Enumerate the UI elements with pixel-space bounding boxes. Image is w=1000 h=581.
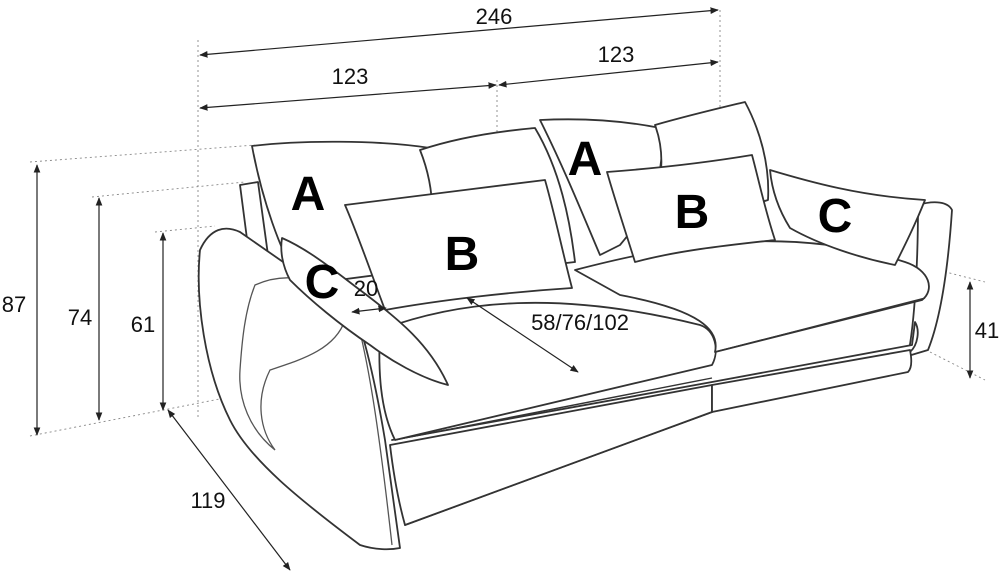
dim-total-width: 246	[476, 4, 513, 29]
seat-front-block	[389, 384, 713, 526]
seat-front-block-right	[711, 349, 913, 413]
label-back-right: A	[568, 133, 603, 186]
seat-piping-right	[714, 297, 926, 353]
dim-seat-height: 41	[975, 318, 999, 343]
dim-arm-height: 61	[131, 312, 155, 337]
label-pillow-left: B	[445, 228, 480, 281]
dim-right-section-width: 123	[598, 42, 635, 67]
dim-arm-width: 20	[354, 276, 378, 301]
pillow-right	[606, 154, 776, 263]
dimension-lines	[33, 7, 974, 571]
dim-depth: 119	[190, 488, 225, 513]
pillow-left	[344, 179, 573, 311]
label-pillow-right: B	[675, 186, 710, 239]
label-side-right: C	[818, 190, 853, 243]
label-side-left: C	[305, 256, 340, 309]
side-cushion-right	[769, 169, 926, 266]
dim-left-section-width: 123	[332, 64, 369, 89]
dim-total-height: 87	[2, 292, 26, 317]
dim-back-height: 74	[68, 305, 92, 330]
label-back-left: A	[291, 168, 326, 221]
dim-seat-depth: 58/76/102	[531, 310, 629, 335]
seat-piping-left	[394, 377, 713, 441]
